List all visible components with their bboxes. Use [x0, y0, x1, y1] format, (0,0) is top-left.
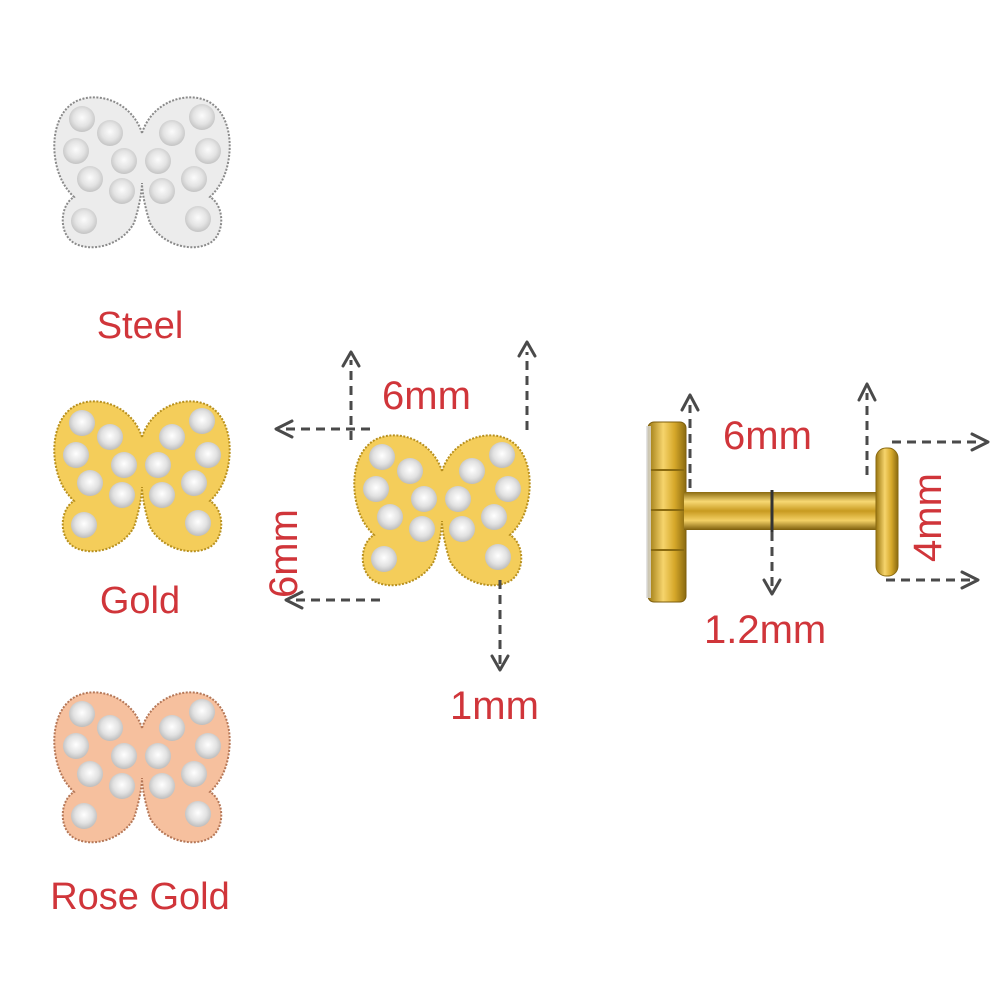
arrow-left-icon [284, 590, 304, 610]
side-gauge-label: 1.2mm [704, 608, 827, 652]
variant-gold[interactable]: Gold [20, 385, 260, 625]
variant-steel[interactable]: Steel [20, 85, 260, 345]
side-disc-label: 4mm [906, 473, 950, 562]
variant-label-gold: Gold [99, 580, 181, 622]
front-height-label: 6mm [262, 509, 306, 598]
variant-rose-gold[interactable]: Rose Gold [20, 680, 260, 920]
arrow-up-icon [517, 340, 537, 358]
butterfly-rose-gold-image [53, 691, 231, 844]
labret-side-image [646, 421, 899, 603]
front-thickness-label: 1mm [450, 684, 539, 728]
arrow-right-icon [960, 570, 980, 590]
variant-label-rose-gold: Rose Gold [50, 876, 230, 918]
side-dimension-lines [680, 382, 990, 596]
front-view-diagram: 6mm 6mm 1mm [260, 330, 580, 730]
side-view-diagram: 6mm 1.2mm 4mm [620, 360, 1000, 660]
arrow-up-icon [857, 382, 877, 402]
front-width-label: 6mm [382, 374, 471, 418]
arrow-left-icon [274, 419, 294, 439]
side-length-label: 6mm [723, 414, 812, 458]
front-dimension-lines [274, 340, 537, 672]
arrow-down-icon [762, 578, 782, 596]
butterfly-steel-image [53, 96, 231, 249]
arrow-up-icon [680, 393, 700, 412]
arrow-down-icon [490, 654, 510, 672]
butterfly-gold-image [53, 400, 231, 553]
arrow-right-icon [970, 432, 990, 452]
arrow-up-icon [341, 350, 361, 368]
variant-label-steel: Steel [96, 305, 184, 347]
